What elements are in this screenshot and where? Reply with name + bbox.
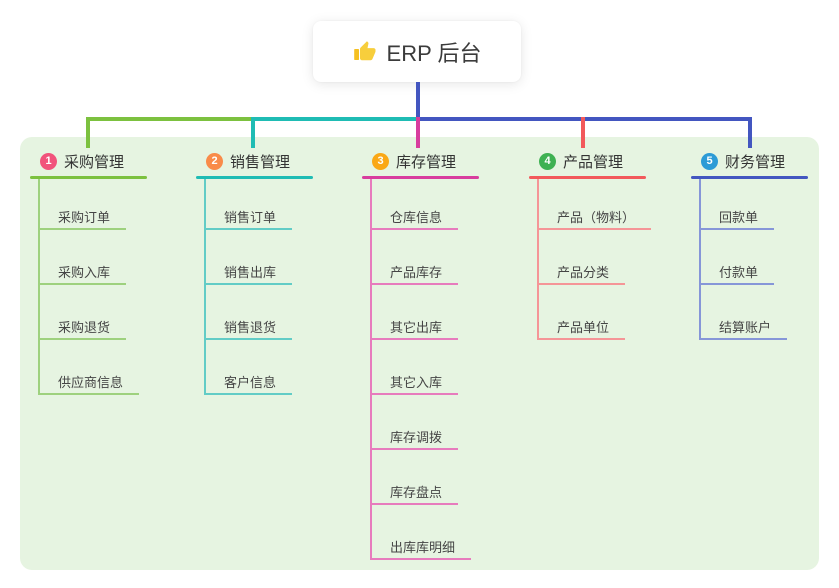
child-underline [699, 338, 787, 340]
child-underline [204, 393, 292, 395]
child-spine-line [204, 179, 206, 395]
child-underline [537, 228, 651, 230]
child-topic[interactable]: 仓库信息 [390, 210, 443, 225]
child-underline [699, 283, 774, 285]
branch-underline [196, 176, 313, 179]
child-topic[interactable]: 其它出库 [390, 320, 443, 335]
branch-label: 采购管理 [64, 153, 125, 171]
branch-underline [691, 176, 808, 179]
child-topic[interactable]: 其它入库 [390, 375, 443, 390]
trunk-line [253, 117, 418, 121]
root-stem-line [416, 82, 420, 119]
branch-label: 库存管理 [396, 153, 457, 171]
child-topic[interactable]: 客户信息 [224, 375, 277, 390]
child-topic[interactable]: 采购退货 [58, 320, 111, 335]
child-underline [38, 393, 139, 395]
branch-underline [362, 176, 479, 179]
child-spine-line [370, 179, 372, 560]
child-underline [537, 283, 625, 285]
branch-label: 财务管理 [725, 153, 786, 171]
child-spine-line [537, 179, 539, 340]
child-topic[interactable]: 出库库明细 [390, 540, 456, 555]
child-underline [370, 448, 458, 450]
child-underline [537, 338, 625, 340]
branch-underline [30, 176, 147, 179]
child-underline [38, 283, 126, 285]
child-topic[interactable]: 销售出库 [224, 265, 277, 280]
branch-connector-line [748, 117, 752, 148]
child-underline [699, 228, 774, 230]
child-topic[interactable]: 产品库存 [390, 265, 443, 280]
child-topic[interactable]: 销售订单 [224, 210, 277, 225]
child-underline [370, 283, 458, 285]
child-underline [370, 338, 458, 340]
branch-number-badge: 5 [701, 152, 718, 170]
child-underline [38, 228, 126, 230]
child-underline [204, 228, 292, 230]
child-topic[interactable]: 供应商信息 [58, 375, 124, 390]
child-underline [370, 393, 458, 395]
child-topic[interactable]: 产品单位 [557, 320, 610, 335]
trunk-line [418, 117, 752, 121]
child-spine-line [699, 179, 701, 340]
branch-label: 销售管理 [230, 153, 291, 171]
branch-1-header[interactable]: 1 采购管理 [40, 149, 124, 173]
branch-3-header[interactable]: 3 库存管理 [372, 149, 456, 173]
child-topic[interactable]: 库存调拨 [390, 430, 443, 445]
branch-underline [529, 176, 646, 179]
branch-connector-line [581, 117, 585, 148]
trunk-line [86, 117, 253, 121]
child-topic[interactable]: 采购入库 [58, 265, 111, 280]
root-title: ERP 后台 [386, 40, 482, 66]
branch-number-badge: 3 [372, 152, 389, 170]
child-underline [370, 503, 458, 505]
child-topic[interactable]: 结算账户 [719, 320, 772, 335]
child-topic[interactable]: 采购订单 [58, 210, 111, 225]
branch-2-header[interactable]: 2 销售管理 [206, 149, 290, 173]
branch-connector-line [86, 117, 90, 148]
branch-connector-line [416, 117, 420, 148]
child-topic[interactable]: 产品（物料） [557, 210, 636, 225]
child-topic[interactable]: 产品分类 [557, 265, 610, 280]
branch-number-badge: 1 [40, 152, 57, 170]
child-topic[interactable]: 付款单 [719, 265, 759, 280]
branch-number-badge: 2 [206, 152, 223, 170]
child-topic[interactable]: 库存盘点 [390, 485, 443, 500]
child-topic[interactable]: 销售退货 [224, 320, 277, 335]
child-underline [204, 338, 292, 340]
child-underline [370, 558, 471, 560]
root-node[interactable]: ERP 后台 [313, 21, 521, 82]
branch-label: 产品管理 [563, 153, 624, 171]
branch-5-header[interactable]: 5 财务管理 [701, 149, 785, 173]
branch-4-header[interactable]: 4 产品管理 [539, 149, 623, 173]
child-spine-line [38, 179, 40, 395]
branch-connector-line [251, 117, 255, 148]
branch-number-badge: 4 [539, 152, 556, 170]
child-underline [370, 228, 458, 230]
child-underline [38, 338, 126, 340]
child-topic[interactable]: 回款单 [719, 210, 759, 225]
child-underline [204, 283, 292, 285]
branches-panel [20, 137, 819, 570]
thumbs-up-icon [353, 40, 377, 64]
